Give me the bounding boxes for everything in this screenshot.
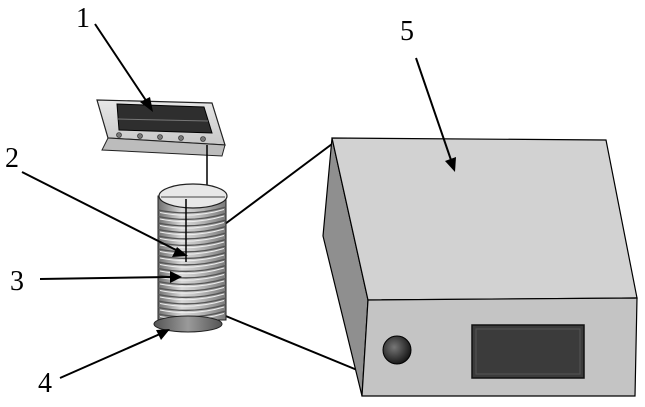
device-screen-divider [117, 118, 209, 122]
coil-turn-highlight [159, 280, 225, 288]
leader-arrow-2 [21, 171, 188, 257]
device-screen [116, 103, 213, 134]
coil-turn [157, 225, 227, 234]
wire-upper [224, 143, 333, 225]
device-button [200, 136, 206, 142]
coil-turn [157, 212, 227, 221]
coil-turn-highlight [159, 235, 225, 242]
coil-cylinder [153, 183, 228, 333]
leader-arrow-3 [39, 271, 182, 283]
coil-turn-highlight [159, 228, 225, 236]
coil-turn [157, 303, 227, 312]
coil-turn [157, 290, 227, 299]
leader-arrow-1 [94, 23, 153, 112]
coil-turn-highlight [159, 254, 225, 262]
coil-turn [157, 297, 227, 305]
label-1: 1 [76, 3, 90, 34]
coil-turn [157, 284, 227, 292]
coil-turn [157, 264, 227, 273]
handheld-display-device [96, 99, 226, 157]
box-top-face [331, 137, 638, 301]
label-3: 3 [10, 266, 24, 297]
coil-turn [157, 232, 227, 240]
coil-turn-highlight [159, 287, 225, 294]
coil-turn [157, 245, 227, 253]
cylinder-bottom [153, 315, 223, 333]
coil-turn-highlight [159, 215, 225, 223]
wire-lower [215, 311, 363, 373]
coil-turn-highlight [159, 241, 225, 249]
coil-turn [157, 206, 227, 214]
leader-arrow-4 [59, 329, 170, 379]
device-button [157, 134, 163, 140]
label-4: 4 [38, 368, 52, 399]
label-2: 2 [5, 143, 19, 174]
coil-turn-highlight [159, 222, 225, 229]
coil-turn-highlight [159, 306, 225, 314]
coil-turn-highlight [159, 293, 225, 301]
leader-arrow-5 [415, 57, 456, 172]
coil-turn [157, 219, 227, 227]
coil-turn [157, 258, 227, 266]
controller-box [322, 137, 638, 397]
device-button [178, 135, 184, 141]
coil-turn-highlight [159, 300, 225, 307]
coil-turn-highlight [159, 261, 225, 268]
box-display-bezel [475, 328, 581, 375]
box-display-screen [471, 324, 585, 379]
device-button [137, 133, 143, 139]
coil-turn [157, 277, 227, 286]
coil-turn-highlight [159, 274, 225, 281]
device-button [116, 132, 122, 138]
power-knob [382, 335, 412, 365]
coil-turn-highlight [159, 248, 225, 255]
coil-turn-highlight [159, 209, 225, 216]
label-5: 5 [400, 16, 414, 47]
device-base-edge [101, 137, 226, 157]
coil-turn [157, 251, 227, 260]
coil-turn-highlight [159, 267, 225, 275]
cylinder-top-cap [158, 183, 228, 209]
